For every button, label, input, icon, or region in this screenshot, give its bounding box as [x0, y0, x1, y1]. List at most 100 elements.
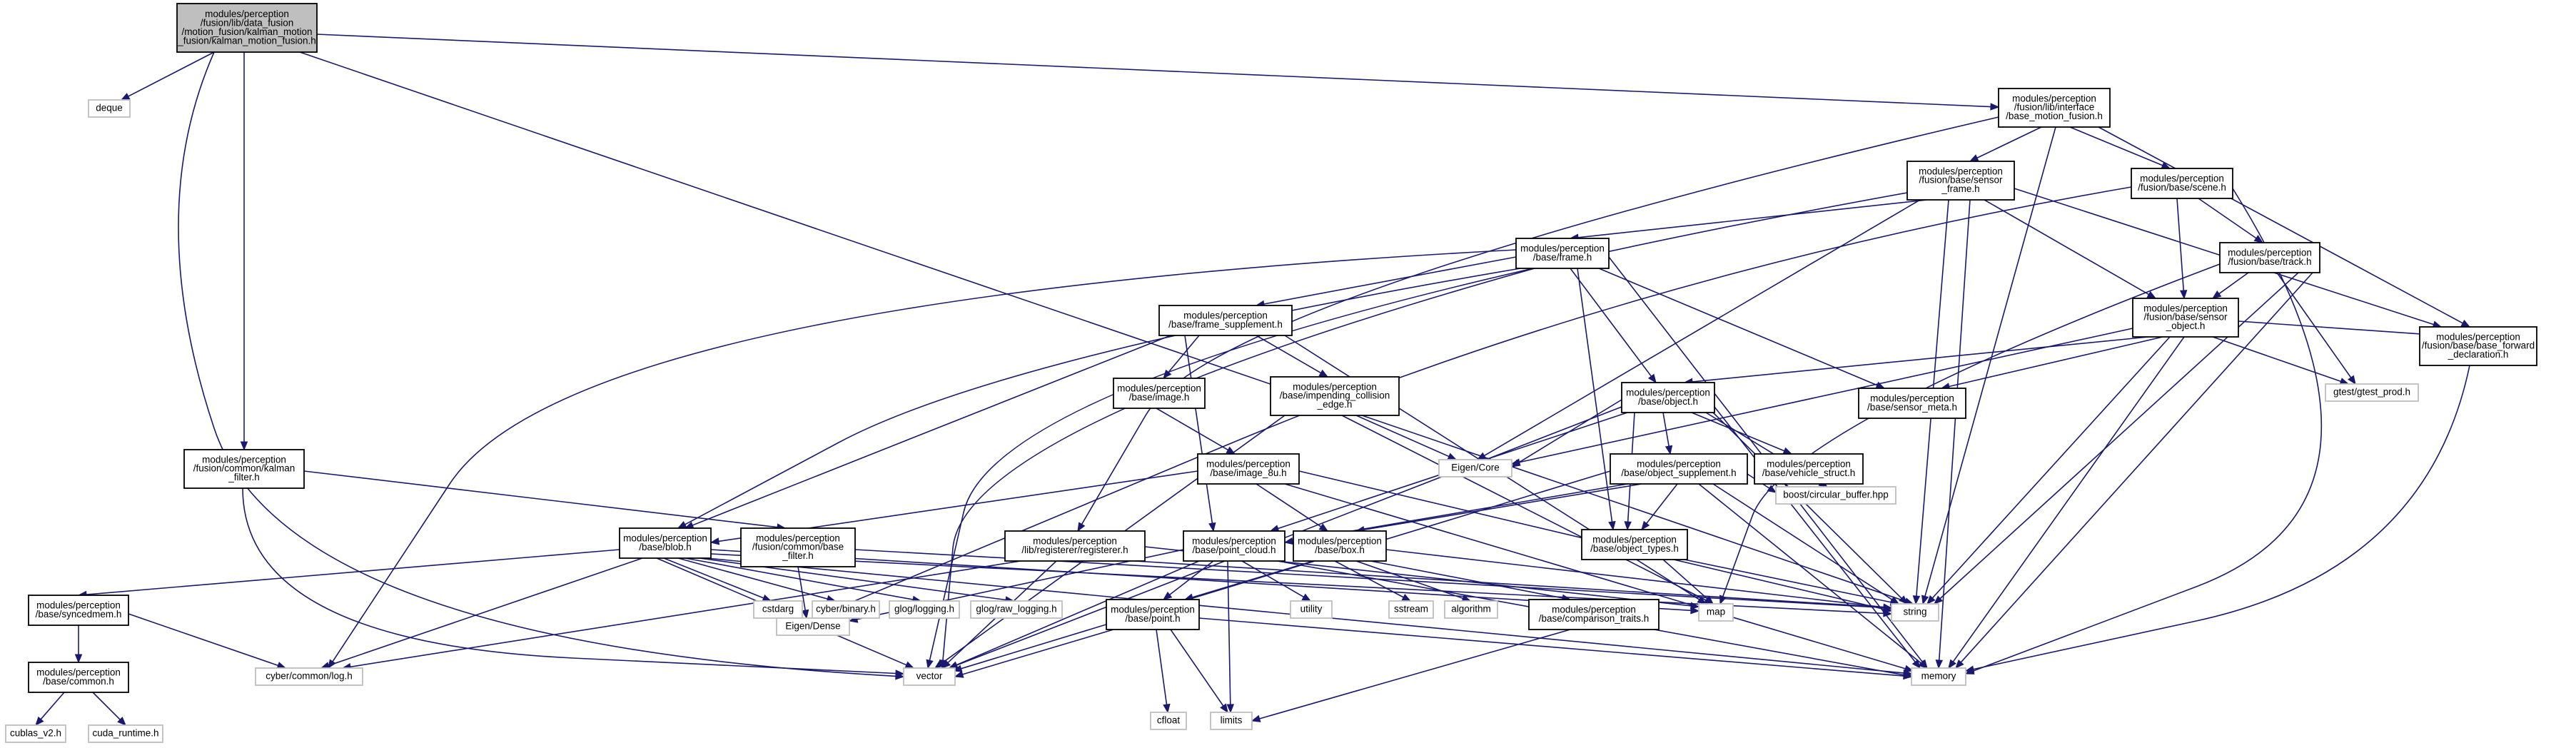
- node-cyber_log[interactable]: cyber/common/log.h: [255, 667, 363, 686]
- node-sstream[interactable]: sstream: [1388, 600, 1434, 619]
- node-sensor_object[interactable]: modules/perception/fusion/base/sensor_ob…: [2132, 298, 2239, 338]
- node-label-image_8u-1: /base/image_8u.h: [1210, 468, 1286, 478]
- arrowhead-blob-to-vector: [904, 661, 915, 669]
- node-object_types[interactable]: modules/perception/base/object_types.h: [1581, 529, 1688, 560]
- node-box-cuda_runtime: [88, 724, 163, 743]
- node-point[interactable]: modules/perception/base/point.h: [1106, 599, 1200, 630]
- node-algorithm[interactable]: algorithm: [1444, 600, 1498, 619]
- node-sensor_meta[interactable]: modules/perception/base/sensor_meta.h: [1858, 388, 1966, 419]
- edge-frame-to-sensor_meta: [1598, 268, 1878, 386]
- node-cstdarg[interactable]: cstdarg: [753, 600, 803, 619]
- node-sensor_frame[interactable]: modules/perception/fusion/base/sensor_fr…: [1906, 161, 2015, 201]
- edge-base_forward-to-memory: [1972, 365, 2470, 670]
- arrowhead-kalman_filter-to-vector: [895, 669, 905, 677]
- node-box-base_filter: [740, 527, 856, 567]
- edge-base_motion_fusion-to-scene: [2069, 126, 2163, 166]
- arrowhead-common-to-cuda_runtime: [117, 717, 126, 726]
- node-base_filter[interactable]: modules/perception/fusion/common/base_fi…: [740, 527, 856, 567]
- node-cuda_runtime[interactable]: cuda_runtime.h: [88, 724, 163, 743]
- node-cublas[interactable]: cublas_v2.h: [5, 724, 66, 743]
- arrowhead-impending-to-eigen_core: [1447, 453, 1458, 460]
- node-impending[interactable]: modules/perception/base/impending_collis…: [1270, 376, 1400, 416]
- node-memory[interactable]: memory: [1911, 667, 1966, 686]
- node-syncedmem[interactable]: modules/perception/base/syncedmem.h: [28, 595, 129, 626]
- node-cyber_binary[interactable]: cyber/binary.h: [812, 600, 880, 619]
- node-common[interactable]: modules/perception/base/common.h: [28, 662, 129, 693]
- node-object_supplement[interactable]: modules/perception/base/object_supplemen…: [1610, 453, 1748, 485]
- node-label-gtest-0: gtest/gtest_prod.h: [2333, 387, 2410, 398]
- node-comparison_traits[interactable]: modules/perception/base/comparison_trait…: [1528, 599, 1660, 630]
- arrowhead-image_8u-to-memory: [1904, 664, 1914, 672]
- node-vector[interactable]: vector: [903, 667, 956, 686]
- node-kalman_filter[interactable]: modules/perception/fusion/common/kalman_…: [183, 449, 305, 489]
- node-label-frame-0: modules/perception: [1520, 243, 1605, 254]
- node-eigen_core[interactable]: Eigen/Core: [1438, 459, 1512, 477]
- node-scene[interactable]: modules/perception/fusion/base/scene.h: [2131, 168, 2233, 199]
- node-vehicle_struct[interactable]: modules/perception/base/vehicle_struct.h: [1754, 453, 1864, 485]
- edge-base_filter-to-eigen_dense: [797, 566, 806, 611]
- node-label-registerer-0: modules/perception: [1033, 536, 1117, 547]
- node-utility[interactable]: utility: [1290, 600, 1333, 619]
- node-box-vector: [903, 667, 956, 686]
- node-limits[interactable]: limits: [1210, 712, 1253, 730]
- node-eigen_dense[interactable]: Eigen/Dense: [776, 617, 850, 636]
- node-label-sensor_frame-1: /fusion/base/sensor: [1919, 175, 2003, 186]
- node-label-cyber_log-0: cyber/common/log.h: [266, 671, 353, 682]
- node-object[interactable]: modules/perception/base/object.h: [1621, 382, 1715, 413]
- node-blob[interactable]: modules/perception/base/blob.h: [619, 527, 712, 559]
- edge-frame_supplement-to-blob: [692, 335, 1171, 526]
- arrowhead-object-to-memory: [1911, 659, 1921, 669]
- arrowhead-root-to-deque: [120, 93, 131, 101]
- arrowhead-track-to-gtest: [2348, 375, 2356, 385]
- edge-blob-to-cyber_log: [328, 557, 643, 667]
- node-box-glog_raw: [970, 600, 1063, 619]
- node-base_motion_fusion[interactable]: modules/perception/fusion/lib/interface/…: [1998, 88, 2111, 128]
- edge-sensor_frame-to-frame: [1577, 199, 1928, 238]
- node-box-track: [2219, 242, 2320, 273]
- node-image_8u[interactable]: modules/perception/base/image_8u.h: [1197, 453, 1300, 485]
- arrowhead-root-to-base_motion_fusion: [1990, 103, 2000, 111]
- edge-box-to-point: [1192, 560, 1314, 598]
- edge-frame_supplement-to-impending: [1256, 335, 1321, 374]
- node-label-base_filter-0: modules/perception: [756, 532, 840, 543]
- node-gtest[interactable]: gtest/gtest_prod.h: [2325, 383, 2419, 402]
- node-label-algorithm-0: algorithm: [1451, 604, 1491, 615]
- node-map[interactable]: map: [1698, 603, 1734, 622]
- arrowhead-sensor_object-to-memory: [1948, 659, 1956, 669]
- edge-point_cloud-to-utility: [1241, 560, 1304, 598]
- node-frame_supplement[interactable]: modules/perception/base/frame_supplement…: [1158, 305, 1293, 336]
- node-base_forward[interactable]: modules/perception/fusion/base/base_forw…: [2419, 326, 2537, 366]
- node-frame[interactable]: modules/perception/base/frame.h: [1515, 238, 1610, 269]
- node-label-syncedmem-0: modules/perception: [36, 600, 121, 611]
- node-label-syncedmem-1: /base/syncedmem.h: [36, 609, 122, 620]
- node-registerer[interactable]: modules/perception/lib/registerer/regist…: [1004, 530, 1146, 562]
- node-glog_raw[interactable]: glog/raw_logging.h: [970, 600, 1063, 619]
- node-cfloat[interactable]: cfloat: [1150, 712, 1187, 730]
- node-label-object-1: /base/object.h: [1638, 396, 1698, 407]
- edge-comparison_traits-to-limits: [1259, 629, 1571, 719]
- node-point_cloud[interactable]: modules/perception/base/point_cloud.h: [1183, 530, 1286, 562]
- node-box[interactable]: modules/perception/base/box.h: [1293, 530, 1387, 562]
- node-glog_logging[interactable]: glog/logging.h: [889, 600, 960, 619]
- arrowhead-point-to-limits: [1220, 703, 1228, 714]
- node-label-sensor_frame-0: modules/perception: [1919, 166, 2003, 176]
- node-track[interactable]: modules/perception/fusion/base/track.h: [2219, 242, 2320, 273]
- node-label-track-0: modules/perception: [2228, 248, 2312, 258]
- node-root[interactable]: modules/perception/fusion/lib/data_fusio…: [176, 3, 318, 53]
- node-boost_cb[interactable]: boost/circular_buffer.hpp: [1775, 486, 1896, 505]
- arrowhead-object-to-eigen_core: [1510, 459, 1521, 468]
- node-deque[interactable]: deque: [88, 99, 131, 118]
- edge-scene-to-sensor_object: [2176, 198, 2185, 291]
- node-box-frame_supplement: [1158, 305, 1293, 336]
- edge-scene-to-memory: [1972, 188, 2323, 672]
- arrowhead-object_supplement-to-boost_cb: [1767, 485, 1777, 493]
- edge-frame-to-cyber_log: [332, 249, 1517, 662]
- edge-frame-to-object_types: [1577, 268, 1613, 522]
- node-label-box-0: modules/perception: [1298, 536, 1382, 547]
- edge-sensor_object-to-memory: [1952, 336, 2185, 662]
- edge-point_cloud-to-point: [1169, 560, 1214, 595]
- node-image[interactable]: modules/perception/base/image.h: [1113, 378, 1206, 409]
- arrowhead-base_motion_fusion-to-string: [1921, 595, 1929, 605]
- node-string[interactable]: string: [1891, 603, 1939, 622]
- arrowhead-blob-to-string: [1883, 610, 1893, 617]
